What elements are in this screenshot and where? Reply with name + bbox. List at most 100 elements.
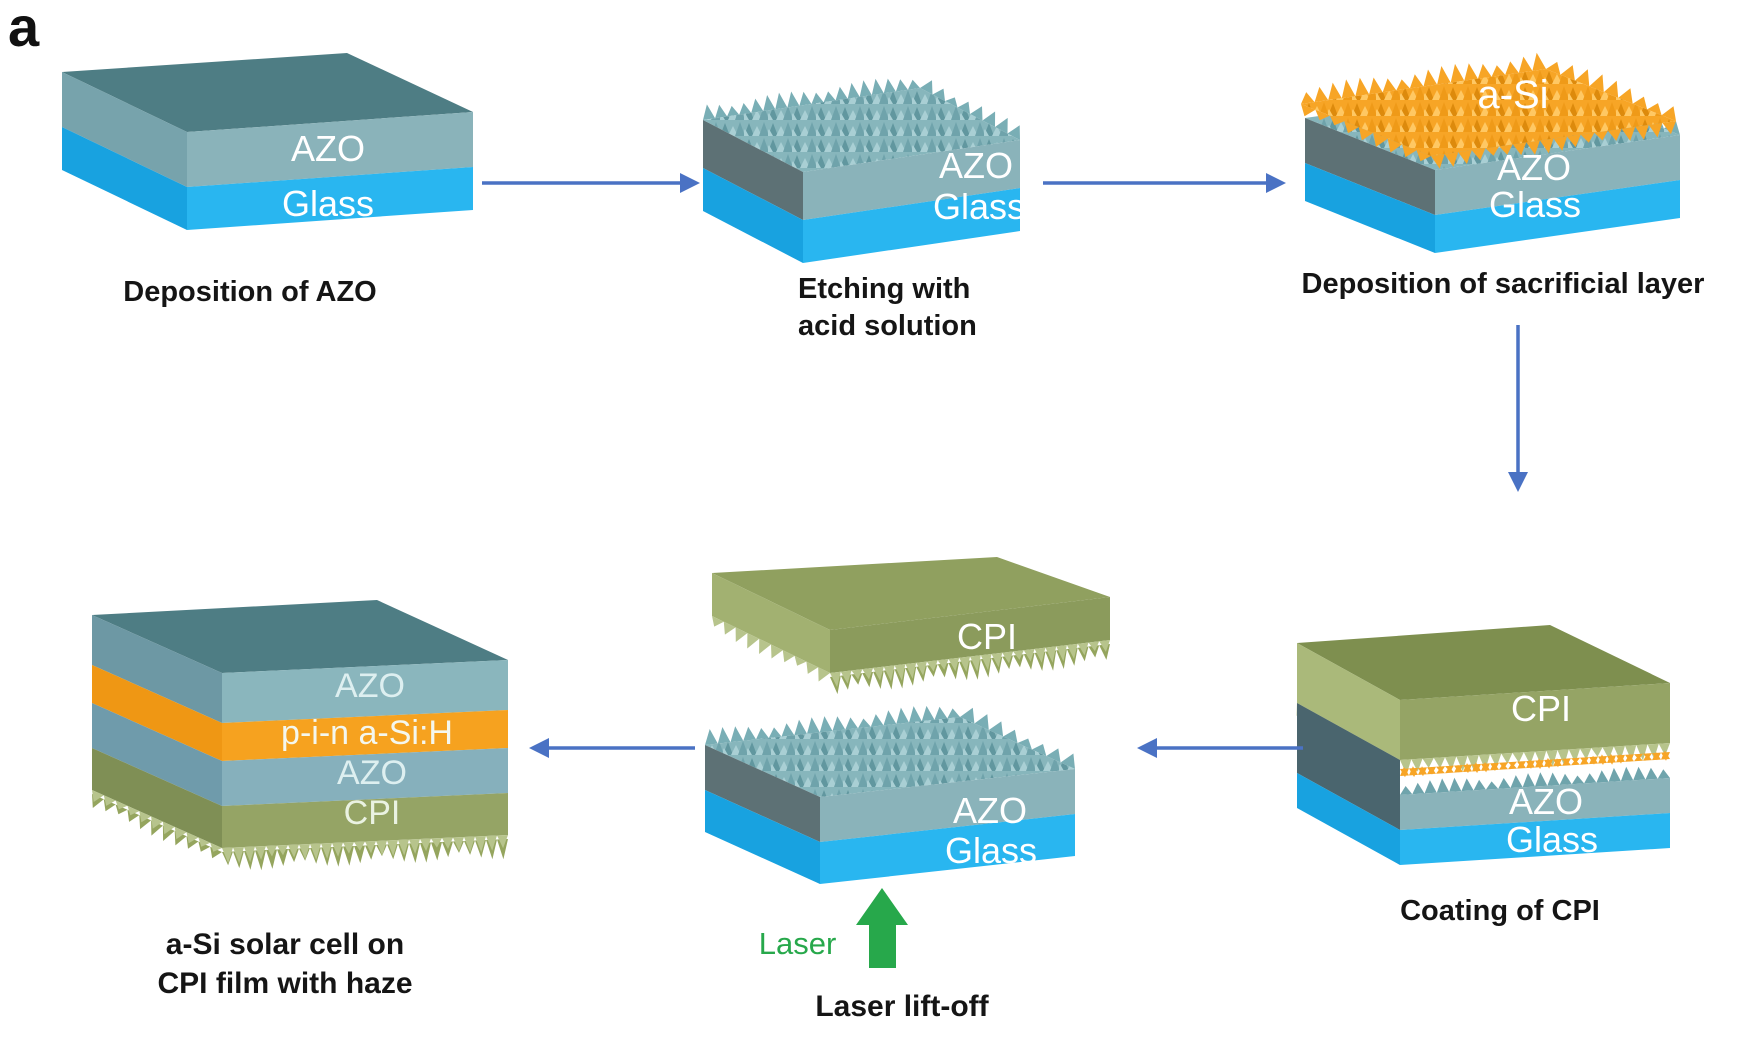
pin-label: p-i-n a-Si:H	[281, 714, 453, 752]
azo-left-face	[703, 120, 803, 220]
panel-deposition-azo: AZO Glass	[62, 53, 473, 230]
azo-label: AZO	[291, 128, 365, 169]
arrow-down-step3-step4	[1508, 325, 1528, 492]
cpi-top-face	[1297, 625, 1670, 700]
caption-coating-cpi: Coating of CPI	[1400, 895, 1600, 927]
glass-label: Glass	[1506, 819, 1598, 860]
glass-label: Glass	[282, 183, 374, 224]
glass-left-face	[1305, 163, 1435, 253]
asi-drip-left	[1301, 104, 1431, 162]
azo-front-face	[1435, 135, 1680, 215]
glass-left-face	[62, 127, 187, 230]
glass-front-face	[1400, 813, 1670, 865]
caption-laser-liftoff: Laser lift-off	[815, 990, 989, 1023]
azo-left-face	[705, 745, 820, 842]
spike-fringe-back-right	[920, 80, 1020, 140]
azo-label: AZO	[1509, 781, 1583, 822]
azo-label: AZO	[939, 145, 1013, 186]
etched-azo-slab: AZO Glass	[703, 78, 1025, 263]
glass-left-face	[703, 168, 803, 263]
cpi-fringe-left	[712, 616, 830, 682]
arrow-left-step5-step6	[529, 738, 695, 758]
cpi-fringe-front	[830, 640, 1110, 688]
etched-top-face	[703, 88, 1020, 172]
pin-left-face	[92, 665, 222, 761]
azo-top-front-face	[222, 660, 508, 723]
azo-top-label: AZO	[335, 667, 405, 705]
laser-label: Laser	[758, 926, 837, 961]
asi-azo-glass-slab: a-Si AZO Glass	[1301, 52, 1680, 253]
arrow-right-step2-step3	[1043, 173, 1286, 193]
azo-front-face	[187, 112, 473, 187]
azo-label: AZO	[953, 790, 1027, 831]
caption-final-line1: a-Si solar cell on	[165, 928, 405, 961]
pin-front-face	[222, 710, 508, 761]
cpi-left-face	[1297, 643, 1400, 760]
cpi-left-face	[712, 573, 830, 673]
azo-top-face	[92, 600, 508, 673]
caption-sacrificial-layer: Deposition of sacrificial layer	[1301, 268, 1705, 300]
glass-label: Glass	[933, 186, 1025, 227]
glass-front-face	[1435, 180, 1680, 253]
spike-fringe-back-left	[703, 78, 920, 120]
panel-sacrificial-layer: a-Si AZO Glass	[1301, 52, 1680, 253]
panel-final-cell: AZO p-i-n a-Si:H AZO CPI	[92, 600, 508, 871]
cpi-front-face	[222, 793, 508, 848]
azo-front-face	[803, 140, 1020, 220]
caption-etching-line2: acid solution	[798, 310, 977, 342]
arrow-left-step4-step5	[1137, 738, 1303, 758]
laser-up-arrow	[856, 888, 908, 968]
glass-left-face	[705, 790, 820, 884]
azo-glass-slab: AZO Glass	[62, 53, 473, 230]
asi-label: a-Si	[1477, 73, 1548, 117]
cpi-front-face	[1400, 683, 1670, 760]
etched-top-face	[705, 717, 1075, 797]
azo-label: AZO	[1497, 147, 1571, 188]
azo-bottom-label: AZO	[337, 754, 407, 792]
arrow-right-step1-step2	[482, 173, 700, 193]
azo-left-face	[1305, 118, 1435, 215]
asi-top-face	[1301, 69, 1676, 156]
cpi-fringe-left	[92, 790, 222, 852]
asi-fringe-back-left	[1301, 52, 1546, 104]
caption-deposition-azo: Deposition of AZO	[123, 276, 377, 308]
azo-top-face	[62, 53, 473, 132]
caption-final-line2: CPI film with haze	[157, 967, 413, 1000]
azo-left-face	[62, 72, 187, 187]
final-stack: AZO p-i-n a-Si:H AZO CPI	[92, 600, 508, 871]
cpi-label: CPI	[344, 794, 401, 832]
cpi-front-face	[830, 597, 1110, 673]
glass-left-face	[1297, 773, 1400, 865]
cpi-film: CPI	[712, 557, 1110, 695]
caption-etching: Etching with acid solution	[798, 271, 1058, 345]
glass-front-face	[820, 814, 1075, 884]
azo-front-face	[820, 769, 1075, 842]
asi-fringe-back-right	[1546, 61, 1676, 121]
caption-final-cell: a-Si solar cell on CPI film with haze	[110, 925, 460, 1003]
cpi-fringe-front	[1400, 743, 1670, 775]
azo-bottom-front-face	[222, 748, 508, 806]
caption-etching-line1: Etching with	[798, 273, 971, 305]
cpi-top-face	[712, 557, 1110, 630]
glass-label: Glass	[945, 830, 1037, 871]
panel-etching: AZO Glass	[703, 78, 1025, 263]
panel-liftoff-azo-glass: AZO Glass	[705, 705, 1075, 884]
cpi-fringe-front	[222, 835, 508, 864]
etched-azo-glass-slab: AZO Glass	[705, 705, 1075, 884]
glass-front-face	[803, 188, 1020, 263]
azo-left-face	[1297, 703, 1400, 830]
panel-liftoff-cpi-film: CPI	[712, 557, 1110, 695]
azo-spike-row	[1400, 766, 1670, 795]
cpi-azo-glass-slab: CPI AZO Glass	[1296, 625, 1670, 865]
panel-coating-cpi: CPI AZO Glass	[1296, 625, 1670, 865]
asi-residue-row-b	[1400, 750, 1670, 776]
glass-front-face	[187, 167, 473, 230]
spike-fringe-back-right	[960, 707, 1075, 769]
figure-letter: a	[8, 0, 40, 58]
glass-label: Glass	[1489, 184, 1581, 225]
cpi-left-face	[92, 748, 222, 848]
cpi-label: CPI	[957, 616, 1017, 657]
asi-drip-front	[1431, 121, 1676, 169]
